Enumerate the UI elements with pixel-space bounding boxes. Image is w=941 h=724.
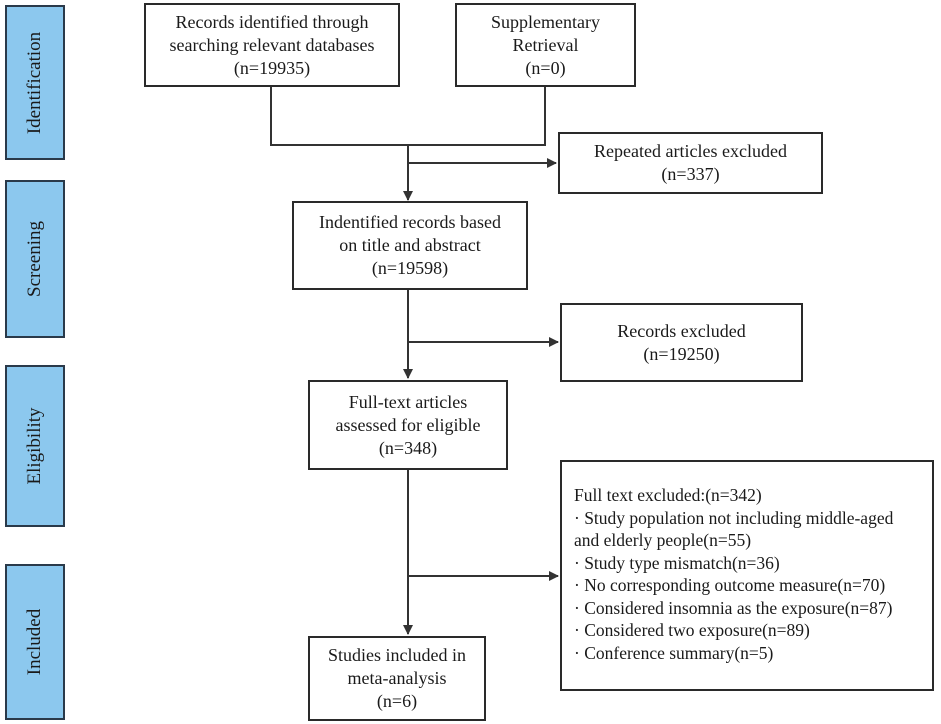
- identified-title-abstract-line-3: (n=19598): [371, 258, 449, 278]
- full-text-assessed-line-3: (n=348): [378, 437, 438, 458]
- records-identified-line-2: searching relevant databases: [169, 34, 375, 55]
- full-text-excluded-line-2: · Study population not including middle-…: [574, 507, 894, 528]
- supplementary-line-3: (n=0): [525, 57, 566, 78]
- full-text-excluded-line-6: · Considered insomnia as the exposure(n=…: [574, 597, 893, 618]
- full-text-assessed-line-1: Full-text articles: [348, 391, 468, 412]
- box-full-text-assessed: Full-text articles assessed for eligible…: [308, 380, 508, 470]
- repeated-excluded-line-2: (n=337): [661, 164, 720, 184]
- studies-included-line-1: Studies included in: [328, 645, 466, 665]
- full-text-excluded-line-1: Full text excluded:(n=342): [574, 485, 762, 505]
- full-text-excluded-line-8: · Conference summary(n=5): [574, 642, 774, 663]
- supplementary-line-1: Supplementary: [491, 11, 600, 32]
- records-excluded-line-2: (n=19250): [643, 343, 720, 364]
- records-identified-line-1: Records identified through: [175, 11, 369, 32]
- connector-records-down: [270, 87, 408, 146]
- box-identified-title-abstract: Indentified records based on title and a…: [292, 201, 528, 290]
- studies-included-line-3: (n=6): [376, 691, 418, 711]
- records-excluded-line-1: Records excluded: [617, 320, 746, 341]
- stage-included: Included: [5, 564, 65, 720]
- identified-title-abstract-line-1: Indentified records based: [319, 212, 501, 232]
- stage-identification: Identification: [5, 5, 65, 160]
- full-text-excluded-line-7: · Considered two exposure(n=89): [574, 620, 810, 640]
- box-repeated-excluded: Repeated articles excluded (n=337): [558, 132, 823, 194]
- stage-screening: Screening: [5, 180, 65, 338]
- repeated-excluded-line-1: Repeated articles excluded: [594, 141, 787, 161]
- stage-eligibility: Eligibility: [5, 365, 65, 527]
- box-full-text-excluded: Full text excluded:(n=342) · Study popul…: [560, 460, 934, 691]
- full-text-excluded-line-3: and elderly people(n=55): [574, 530, 752, 550]
- studies-included-line-2: meta-analysis: [347, 668, 447, 688]
- box-records-excluded: Records excluded (n=19250): [560, 303, 803, 382]
- identified-title-abstract-line-2: on title and abstract: [339, 235, 481, 255]
- records-identified-line-3: (n=19935): [233, 57, 311, 78]
- full-text-excluded-line-5: · No corresponding outcome measure(n=70): [574, 575, 886, 595]
- connector-supplementary-down: [408, 87, 546, 146]
- supplementary-line-2: Retrieval: [512, 34, 579, 55]
- box-studies-included: Studies included in meta-analysis (n=6): [308, 636, 486, 721]
- box-supplementary-retrieval: Supplementary Retrieval (n=0): [455, 3, 636, 87]
- full-text-assessed-line-2: assessed for eligible: [335, 414, 481, 435]
- full-text-excluded-line-4: · Study type mismatch(n=36): [574, 552, 780, 573]
- box-records-identified: Records identified through searching rel…: [144, 3, 400, 87]
